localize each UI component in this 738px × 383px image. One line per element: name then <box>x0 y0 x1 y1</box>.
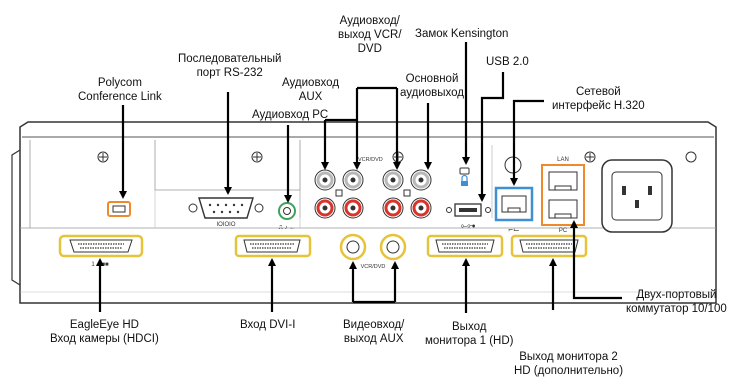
vcr-dvd-marking: VCR/DVD <box>358 157 383 163</box>
dvi-input-port <box>234 234 312 258</box>
serial-marking: IOIOIO <box>216 222 235 228</box>
callout-arrows <box>119 42 622 300</box>
svideo-ports: VCR/DVD <box>339 233 407 270</box>
label-dvi-in: Вход DVI-I <box>240 319 296 331</box>
aux-audio-jacks <box>314 169 364 219</box>
usb-port: ⟜⊶ <box>446 203 491 230</box>
label-vcr-dvd: Аудиовход/выход VCR/DVD <box>338 15 402 55</box>
callout-arrows-bottom <box>96 258 557 313</box>
svg-text:⎍ ♪ ←: ⎍ ♪ ← <box>279 225 296 231</box>
label-kensington: Замок Kensington <box>415 28 509 40</box>
monitor2-port <box>510 234 588 258</box>
usb-icon: ⟜⊶ <box>461 221 475 230</box>
conference-link-port <box>107 201 131 217</box>
monitor1-port <box>426 234 504 258</box>
rs232-port: IOIOIO <box>188 197 264 228</box>
video-vcr-marking: VCR/DVD <box>361 264 386 270</box>
lan-marking: LAN <box>557 157 569 163</box>
network-h320-port: ⌐⌙ <box>494 186 534 234</box>
pc-marking: PC <box>559 228 568 234</box>
lan-switch-ports: LAN PC <box>541 157 585 234</box>
vcr-dvd-audio-jacks <box>382 169 432 219</box>
label-usb: USB 2.0 <box>486 56 529 68</box>
network-icon: ⌐⌙ <box>508 225 519 234</box>
label-video-aux: Видеовход/выход AUX <box>343 319 405 345</box>
padlock-icon <box>459 167 470 186</box>
power-socket-icon <box>601 151 697 233</box>
hdci-camera-port: 1 ⊸■■ <box>58 234 144 268</box>
pc-audio-jack: ⎍ ♪ ← <box>278 202 296 231</box>
label-audio-pc: Аудиовход PC <box>252 109 329 121</box>
